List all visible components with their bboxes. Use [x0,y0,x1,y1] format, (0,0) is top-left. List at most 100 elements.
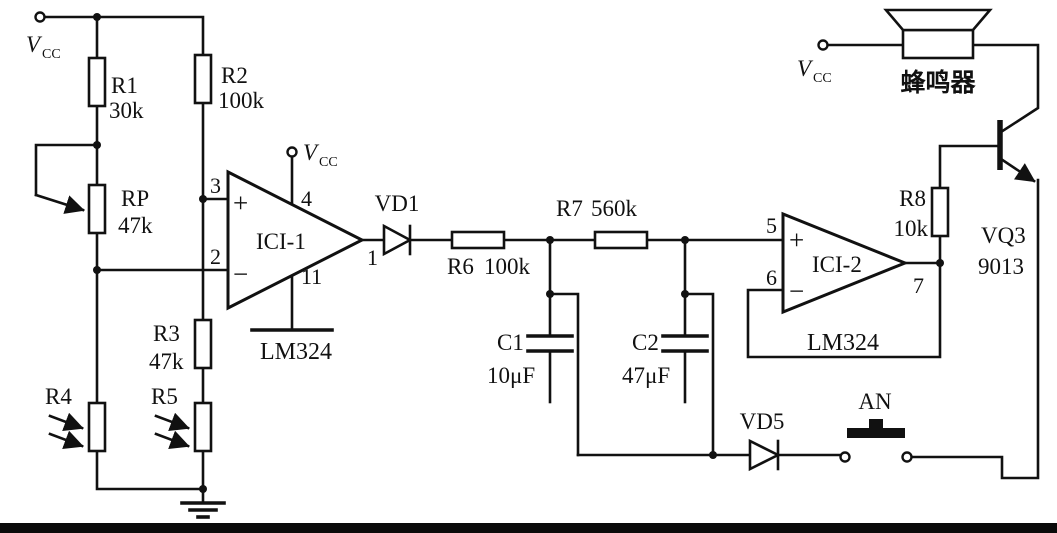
vcc-terminal-icon [286,146,298,158]
resistor-body [193,53,213,105]
buzzer-label: 蜂鸣器 [900,68,976,97]
capacitor-c2: C2 47μF [622,330,709,388]
photoresistor-body [193,401,213,453]
vcc-terminal-icon [34,11,46,23]
switch-contact-icon [839,451,851,463]
transistor-vq3: VQ3 9013 [978,120,1036,279]
resistor-r7: R7 560k [556,196,649,250]
wire-c2-branch [683,292,715,457]
junction-dot [546,236,554,244]
r7-ref-label: R7 [556,196,583,221]
r1-ref-label: R1 [111,73,138,98]
r2-value-label: 100k [218,88,265,113]
r8-value-label: 10k [894,216,929,241]
an-ref-label: AN [858,389,892,414]
vcc-label-sub: CC [813,71,832,86]
ic2-minus-input-sign: − [789,276,804,306]
rp-wiper-arrow [34,193,85,214]
junction-dot [936,259,944,267]
c2-value-label: 47μF [622,363,670,388]
potentiometer-rp: RP 47k [87,183,153,238]
photoresistor-body [87,401,107,453]
ic1-pin4-label: 4 [301,186,312,211]
junction-dot [546,290,554,298]
opamp-triangle [226,169,366,311]
ic1-minus-input-sign: − [233,259,248,289]
junction-dot [199,195,207,203]
ic1-plus-input-sign: + [233,188,248,218]
junction-dots [93,13,944,493]
resistor-r1: R1 30k [87,56,144,123]
wire-top-rail [42,15,205,57]
ic1-pin11-label: 11 [301,264,322,289]
diode-triangle-icon [748,438,781,472]
wire-c1-branch [548,292,580,457]
diode-vd5: VD5 [740,409,784,472]
switch-contact-icon [901,451,913,463]
junction-dot [93,13,101,21]
ic1-pin1-label: 1 [367,245,378,270]
junction-dot [93,266,101,274]
r2-ref-label: R2 [221,63,248,88]
ic1-pin2-label: 2 [210,244,221,269]
resistor-body [930,186,950,238]
scan-border-bottom [0,523,1057,533]
ic2-part-label: LM324 [807,330,879,356]
ic1-part-label: LM324 [260,339,332,365]
resistor-r6: R6 100k [447,230,531,279]
junction-dot [709,451,717,459]
r5-ref-label: R5 [151,384,178,409]
r8-ref-label: R8 [899,186,926,211]
c1-ref-label: C1 [497,330,524,355]
light-arrow-icon [154,412,190,431]
vcc-terminal-icon [817,39,829,51]
vcc-terminal-ic1: V CC [286,140,338,170]
r6-ref-label: R6 [447,254,474,279]
rp-value-label: 47k [118,213,153,238]
transistor-emitter-arrow-icon [999,157,1036,183]
resistor-body [593,230,649,250]
vcc-label: V [797,56,814,81]
wire-rp-wiper-branch [34,143,99,197]
ic1-ref-label: ICI-1 [256,229,306,254]
vcc-terminal-left: V CC [26,11,61,62]
vcc-label: V [26,32,43,57]
buzzer: 蜂鸣器 [883,8,993,97]
r1-value-label: 30k [109,98,144,123]
ic2-ref-label: ICI-2 [812,252,862,277]
capacitor-c1: C1 10μF [487,330,574,388]
r3-value-label: 47k [149,349,184,374]
vcc-label: V [303,140,320,165]
rp-ref-label: RP [121,186,149,211]
resistor-r8: R8 10k [894,186,950,241]
r7-value-label: 560k [591,196,638,221]
wire-r8-base [938,144,1002,190]
junction-dot [681,290,689,298]
opamp-triangle [781,211,910,315]
opamp-ic1: 3 2 + − ICI-1 4 11 1 LM324 [210,169,378,365]
c2-ref-label: C2 [632,330,659,355]
wire-buzzer-collector [971,43,1040,134]
vd1-ref-label: VD1 [375,191,420,216]
button-cap-icon [847,428,905,438]
vcc-terminal-buzzer: V CC [797,39,832,86]
light-arrow-icon [48,430,84,449]
resistor-body [193,318,213,370]
junction-dot [93,141,101,149]
photoresistor-r5: R5 [151,384,213,453]
ic1-pin3-label: 3 [210,173,221,198]
ic2-plus-input-sign: + [789,225,804,255]
vq3-value-label: 9013 [978,254,1024,279]
ic2-pin6-label: 6 [766,265,777,290]
wire-switch-emitter [909,178,1040,480]
vq3-ref-label: VQ3 [981,223,1026,248]
button-stem-icon [869,419,883,428]
diode-vd1: VD1 [375,191,420,257]
vcc-label-sub: CC [319,155,338,170]
resistor-r3: R3 47k [149,318,213,374]
light-arrow-icon [154,430,190,449]
r4-ref-label: R4 [45,384,72,409]
r6-value-label: 100k [484,254,531,279]
